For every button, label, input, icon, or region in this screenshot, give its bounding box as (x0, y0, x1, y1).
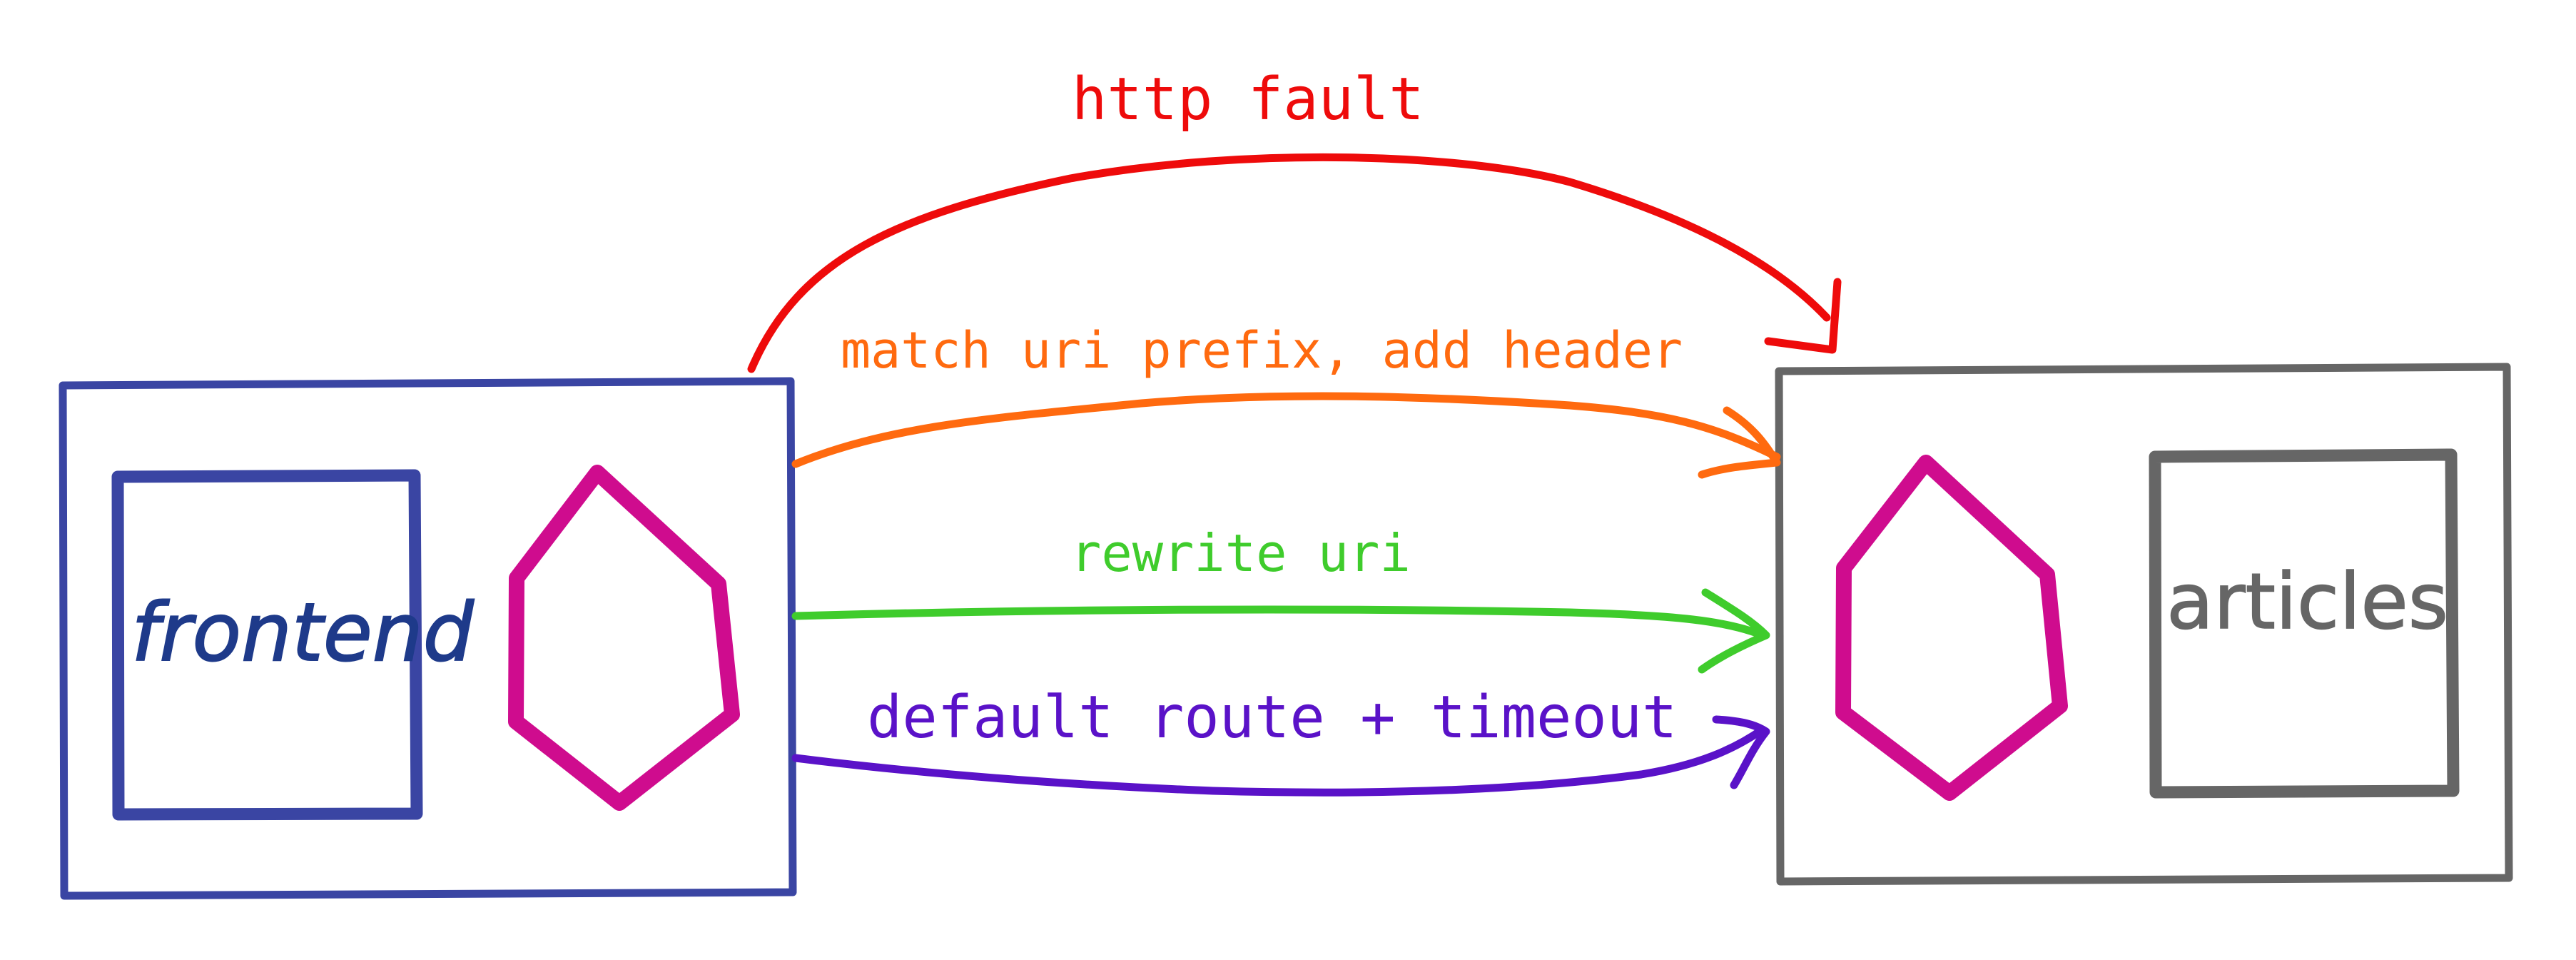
route-default: default route + timeout (791, 684, 1770, 797)
frontend-proxy-icon (508, 465, 740, 811)
frontend-service: frontend (59, 377, 797, 900)
articles-proxy-icon (1835, 455, 2068, 801)
articles-app-box (2149, 448, 2460, 799)
route-default-arrow (791, 725, 1767, 797)
route-match-uri-prefix-arrowhead (1698, 406, 1781, 479)
route-rewrite-uri-arrowhead (1698, 588, 1770, 674)
route-match-uri-prefix-label: match uri prefix, add header (841, 321, 1683, 380)
route-rewrite-uri: rewrite uri (791, 523, 1770, 674)
route-http-fault: http fault (747, 66, 1842, 373)
route-rewrite-uri-arrow (791, 605, 1767, 640)
route-default-label: default route + timeout (867, 684, 1677, 752)
route-rewrite-uri-label: rewrite uri (1070, 523, 1411, 583)
articles-outer-box (1775, 363, 2513, 886)
frontend-app-box (111, 469, 423, 821)
route-match-uri-prefix: match uri prefix, add header (791, 321, 1781, 479)
articles-label: articles (2166, 557, 2448, 647)
route-http-fault-arrow (747, 153, 1831, 373)
route-match-uri-prefix-arrow (791, 392, 1781, 468)
route-http-fault-arrowhead (1764, 278, 1842, 354)
route-http-fault-label: http fault (1072, 66, 1424, 133)
articles-service: articles (1775, 363, 2513, 886)
frontend-outer-box (59, 377, 797, 900)
frontend-label: frontend (131, 587, 475, 679)
route-default-arrowhead (1712, 715, 1770, 789)
